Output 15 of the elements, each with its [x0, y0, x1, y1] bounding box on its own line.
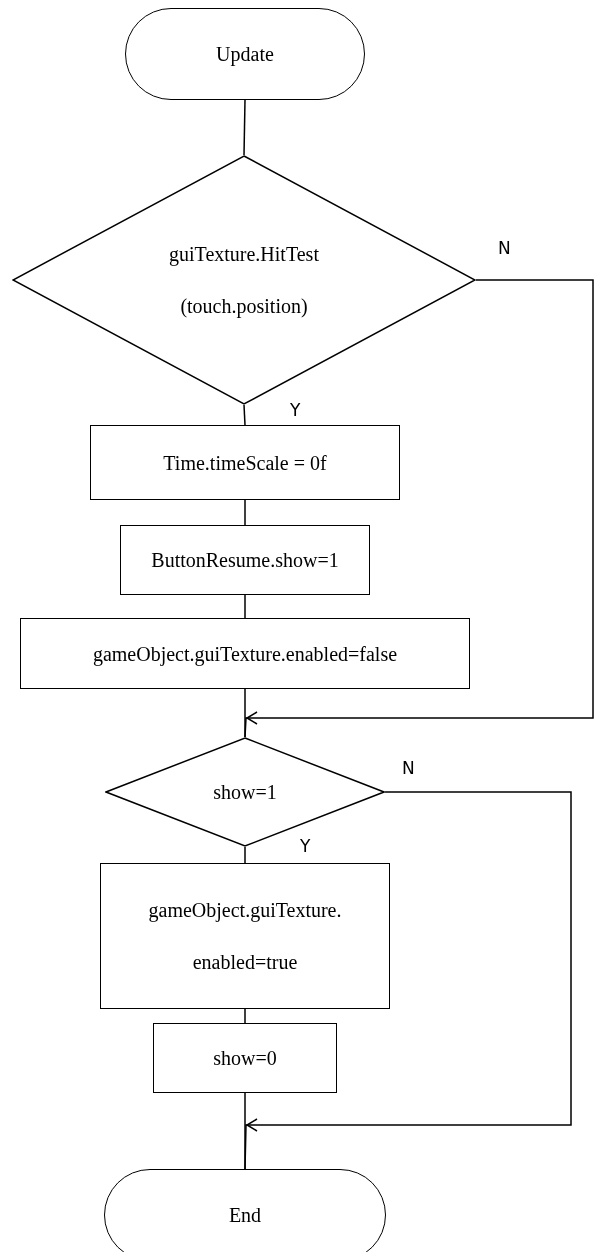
process-box — [90, 425, 400, 500]
node-text: show=0 — [213, 1046, 277, 1071]
process-box — [100, 863, 390, 1009]
node-text: gameObject.guiTexture.enabled=false — [92, 641, 398, 668]
node-text: show=1 — [212, 780, 278, 805]
node-text: gameObject.guiTexture. enabled=true — [147, 898, 343, 975]
node-text: End — [228, 1203, 262, 1228]
process-box — [120, 525, 370, 595]
node-text: ButtonResume.show=1 — [151, 548, 339, 573]
node-text: guiTexture.HitTest (touch.position) — [168, 242, 320, 320]
process-box — [20, 618, 470, 689]
node-text: Time.timeScale = 0f — [163, 450, 327, 476]
node-text: Update — [216, 42, 274, 68]
process-box — [153, 1023, 337, 1093]
decision-diamond — [12, 155, 476, 405]
